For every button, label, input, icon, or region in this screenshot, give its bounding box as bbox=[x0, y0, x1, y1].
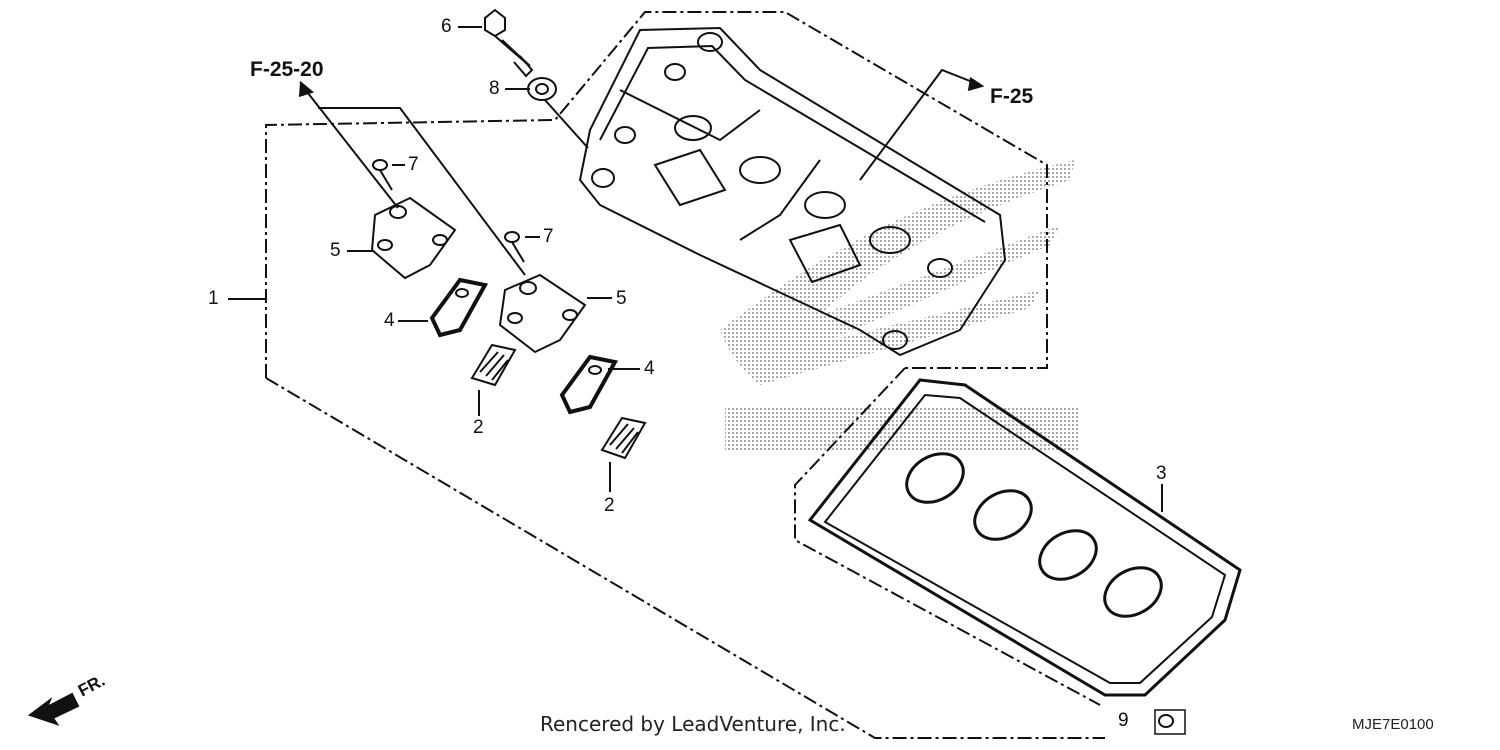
reference-f2520: F-25-20 bbox=[250, 58, 324, 81]
plug-part-9 bbox=[1154, 709, 1186, 735]
callout-4a: 4 bbox=[384, 310, 395, 331]
group-bracket-1 bbox=[265, 11, 1048, 378]
grommet-part-2a bbox=[470, 343, 517, 387]
callout-8: 8 bbox=[489, 78, 500, 99]
coil-cover-part-5b bbox=[498, 273, 587, 354]
bolt-part-6 bbox=[484, 8, 534, 78]
seal-part-4b bbox=[559, 354, 619, 415]
ref-arrow-f2520-a bbox=[303, 87, 399, 209]
callout-7b: 7 bbox=[543, 226, 554, 247]
render-credit: Rencered by LeadVenture, Inc. bbox=[540, 712, 846, 736]
honda-watermark bbox=[720, 160, 1080, 450]
seal-part-4a bbox=[429, 277, 489, 338]
washer-part-8 bbox=[527, 77, 557, 101]
coil-cover-part-5a bbox=[370, 196, 457, 280]
head-cover-gasket-part-3 bbox=[807, 378, 1242, 697]
grommet-part-2b bbox=[600, 416, 647, 460]
callout-5b: 5 bbox=[616, 288, 627, 309]
callout-4b: 4 bbox=[644, 358, 655, 379]
leader-line-8b bbox=[544, 99, 589, 149]
leader-line-9 bbox=[265, 377, 1105, 739]
ref-arrow-f25 bbox=[859, 68, 981, 181]
callout-3: 3 bbox=[1156, 463, 1167, 484]
cylinder-head-cover bbox=[578, 26, 1007, 357]
honda-wing-logo bbox=[720, 160, 1075, 385]
callout-1: 1 bbox=[208, 288, 219, 309]
callout-5a: 5 bbox=[330, 240, 341, 261]
callout-9: 9 bbox=[1118, 710, 1129, 731]
callout-6: 6 bbox=[441, 16, 452, 37]
callout-7a: 7 bbox=[408, 154, 419, 175]
ref-arrowhead-f25 bbox=[967, 77, 985, 91]
ref-arrowhead-f2520 bbox=[298, 81, 315, 97]
callout-2a: 2 bbox=[473, 417, 484, 438]
reference-f25: F-25 bbox=[990, 85, 1034, 108]
diagram-code: MJE7E0100 bbox=[1352, 716, 1434, 733]
bolt-part-7b bbox=[504, 231, 525, 263]
honda-lettering bbox=[725, 408, 1080, 450]
front-direction-arrow bbox=[27, 692, 80, 726]
callout-2b: 2 bbox=[604, 495, 615, 516]
ref-arrow-f2520-b bbox=[318, 107, 526, 276]
bolt-part-7a bbox=[372, 159, 393, 191]
leader-line-gasket bbox=[794, 367, 1101, 706]
